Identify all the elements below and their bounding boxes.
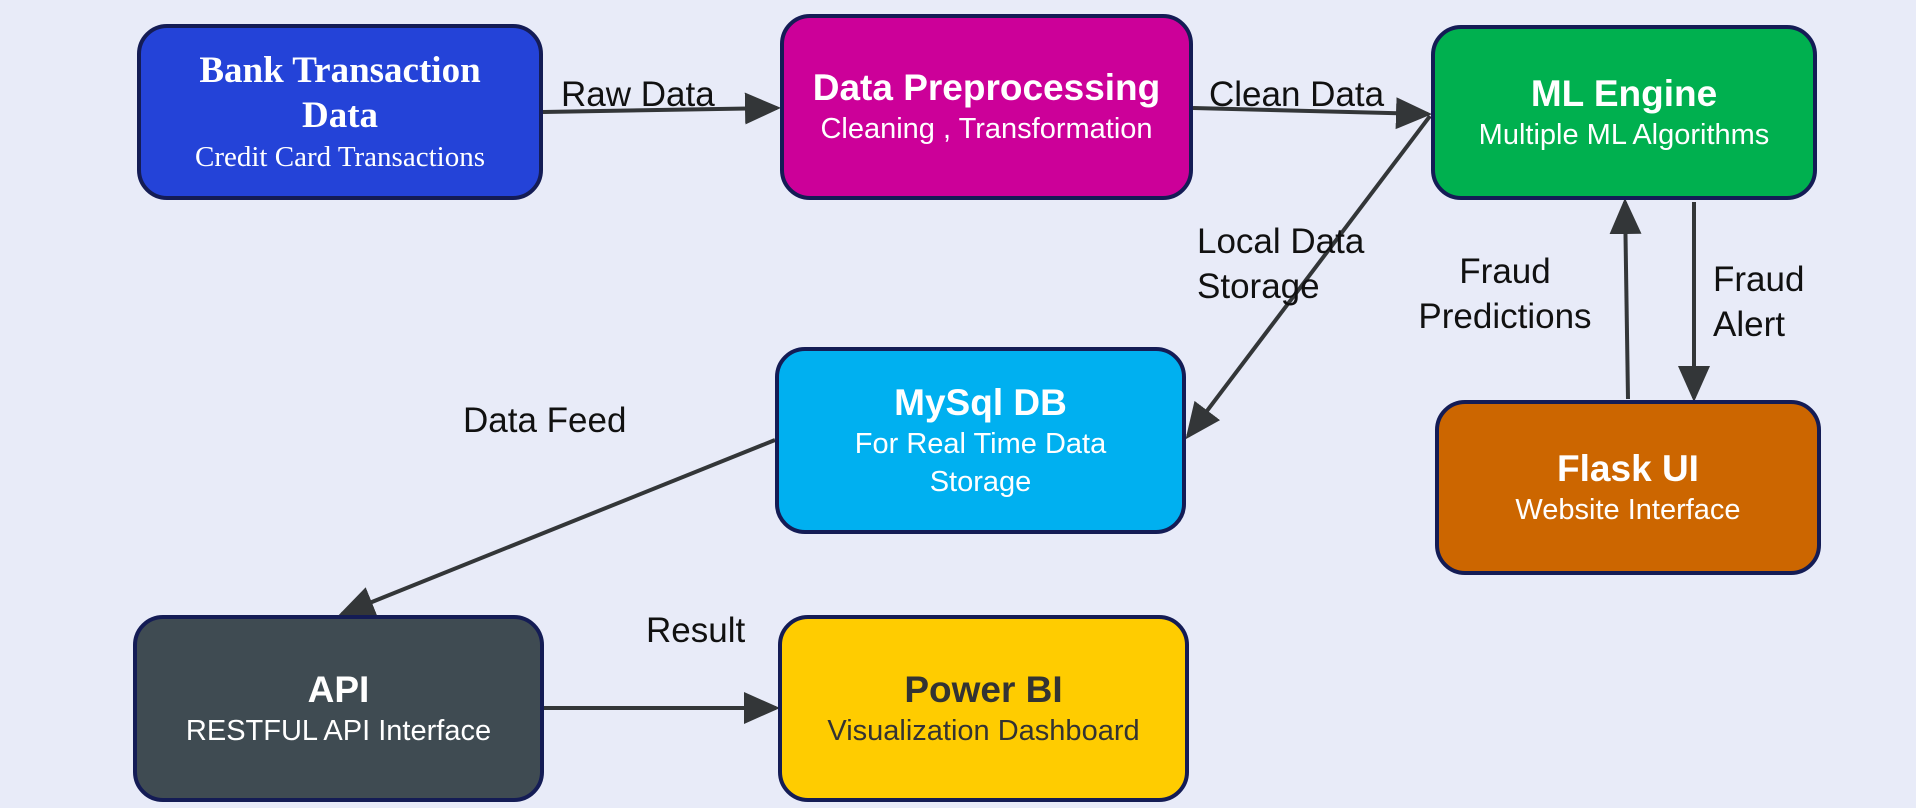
edge-local-storage-arrow (1185, 114, 1432, 440)
node-subtitle: Credit Card Transactions (195, 141, 485, 173)
node-subtitle: Cleaning , Transformation (820, 113, 1153, 145)
node-title: Flask UI (1557, 447, 1699, 489)
node-flask-ui: Flask UI Website Interface (1435, 400, 1821, 575)
node-title: Power BI (904, 668, 1063, 710)
node-subtitle: RESTFUL API Interface (185, 714, 492, 747)
edge-fraud-predictions-arrow (1609, 198, 1642, 400)
node-data-preprocessing: Data Preprocessing Cleaning , Transforma… (780, 14, 1193, 200)
edge-label-clean-data: Clean Data (1209, 75, 1385, 114)
node-title: Data Preprocessing (812, 67, 1161, 108)
node-ml-engine: ML Engine Multiple ML Algorithms (1431, 25, 1817, 200)
edge-label-local-data-storage: Local Data Storage (1197, 222, 1365, 306)
node-mysql-db: MySql DB For Real Time Data Storage (775, 347, 1186, 534)
edge-label-data-feed: Data Feed (463, 401, 627, 440)
node-subtitle: Visualization Dashboard (827, 714, 1140, 747)
node-subtitle: For Real Time Data Storage (854, 427, 1107, 498)
node-title: Bank Transaction Data (199, 50, 481, 136)
node-title: API (307, 668, 370, 710)
node-title: ML Engine (1530, 72, 1718, 114)
node-bank-transaction-data: Bank Transaction Data Credit Card Transa… (137, 24, 543, 200)
edge-label-result: Result (646, 611, 746, 650)
edge-data-feed-arrow (338, 438, 776, 617)
node-power-bi: Power BI Visualization Dashboard (778, 615, 1189, 802)
edge-label-raw-data: Raw Data (561, 75, 715, 114)
node-subtitle: Website Interface (1515, 493, 1741, 526)
edge-clean-data-arrow (1192, 97, 1432, 130)
node-title: MySql DB (894, 381, 1067, 423)
edge-raw-data-arrow (542, 92, 781, 125)
edge-label-fraud-alert: Fraud Alert (1713, 260, 1805, 344)
node-subtitle: Multiple ML Algorithms (1478, 118, 1770, 151)
node-api: API RESTFUL API Interface (133, 615, 544, 802)
edge-label-fraud-predictions: Fraud Predictions (1418, 252, 1592, 336)
